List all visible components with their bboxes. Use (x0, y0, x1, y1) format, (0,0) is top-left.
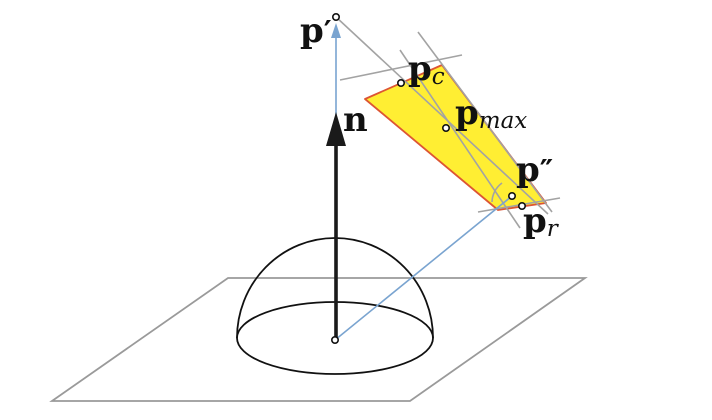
label-p-r: pr (523, 201, 560, 242)
guide-lines (335, 16, 561, 229)
ground-plane (49, 277, 588, 402)
blue-rays (334, 36, 513, 341)
point-p-c (396, 79, 405, 88)
label-p-double-prime: p″ (516, 150, 553, 190)
label-p-max: pmax (455, 93, 527, 134)
points (330, 13, 526, 344)
point-p-r (517, 202, 526, 211)
label-p-prime: p′ (300, 11, 332, 51)
guide-line-top-cap (339, 54, 463, 81)
point-p-double-prime (507, 192, 516, 201)
label-n: n (343, 100, 368, 140)
ray-arrowhead (331, 23, 341, 38)
ray-origin-to-p-double-prime (334, 195, 513, 341)
guide-line-center-axis (399, 49, 521, 229)
origin-point (330, 335, 339, 344)
point-p-max (441, 124, 450, 133)
guide-line-right-edge (417, 31, 553, 213)
normal-vector-arrowhead (326, 112, 346, 146)
point-p-prime (331, 13, 340, 22)
label-p-c: pc (408, 49, 445, 90)
guide-line-p-prime-to-p-r (335, 16, 549, 215)
angle-arc (491, 182, 503, 203)
